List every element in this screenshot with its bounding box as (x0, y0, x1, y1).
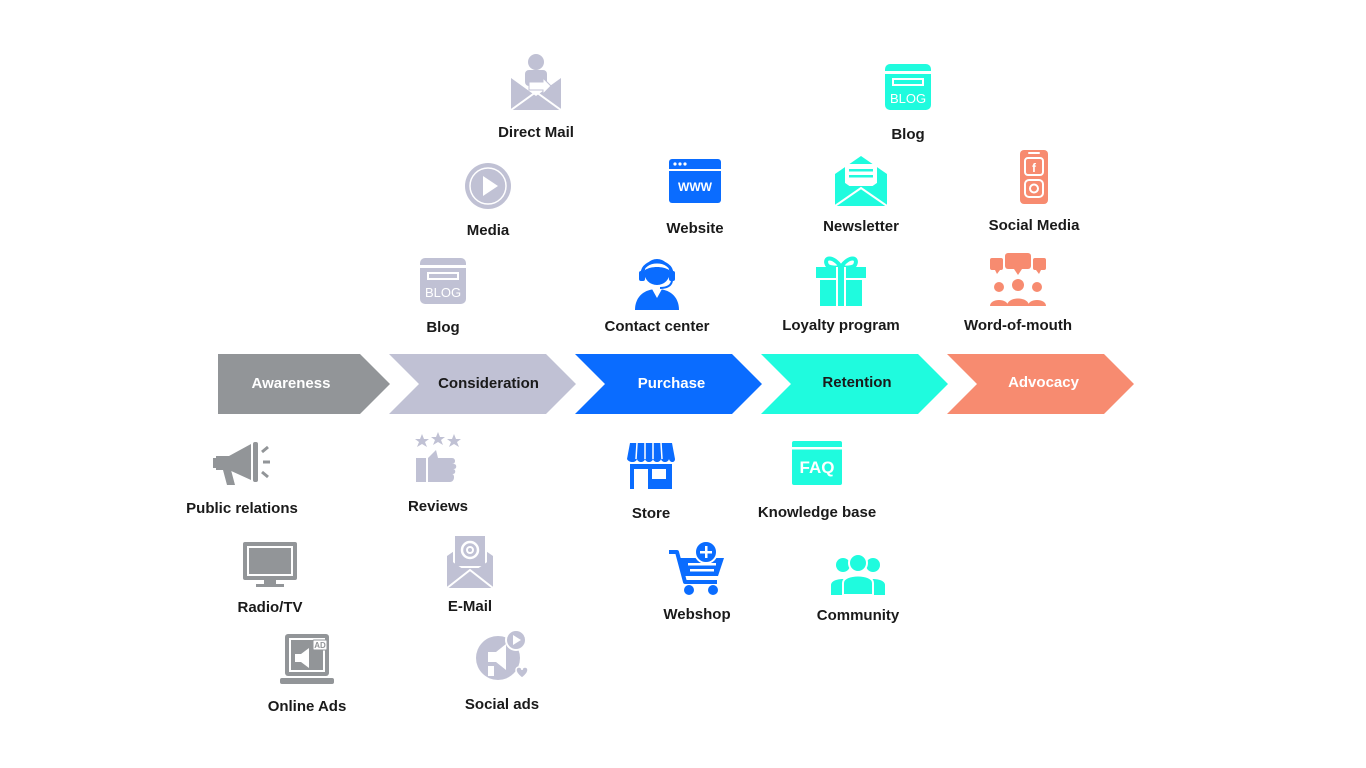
channel-radio-tv-label: Radio/TV (237, 599, 303, 616)
blog-icon: BLOG (885, 64, 931, 110)
faq-badge-text: FAQ (800, 458, 835, 477)
channel-loyalty-program: Loyalty program (782, 253, 900, 334)
channel-website-label: Website (666, 220, 724, 237)
stage-purchase: Purchase (575, 354, 762, 414)
newsletter-icon (834, 156, 888, 206)
channel-social-media: f Social Media (984, 149, 1084, 234)
channel-store-label: Store (631, 505, 671, 522)
megaphone-icon (213, 442, 270, 485)
stage-awareness-label: Awareness (251, 375, 331, 392)
blog-badge-text: BLOG (425, 285, 461, 300)
channel-email-label: E-Mail (447, 598, 493, 615)
stage-retention-label: Retention (822, 374, 892, 391)
channel-knowledge-base: FAQ Knowledge base (758, 440, 876, 521)
stage-advocacy: Advocacy (947, 354, 1134, 414)
channel-newsletter-label: Newsletter (823, 218, 899, 235)
channel-online-ads: AD Online Ads (257, 632, 357, 715)
direct-mail-icon (510, 54, 562, 110)
channel-blog-consideration-label: Blog (426, 319, 460, 336)
channel-email: E-Mail (420, 534, 520, 615)
channel-public-relations: Public relations (186, 440, 298, 517)
channel-direct-mail-label: Direct Mail (498, 124, 574, 141)
svg-text:f: f (1032, 161, 1037, 175)
channel-social-ads-label: Social ads (464, 696, 540, 713)
tv-icon (243, 542, 297, 587)
faq-icon: FAQ (792, 441, 842, 485)
community-people-icon (831, 553, 885, 595)
stage-awareness: Awareness (218, 354, 390, 414)
channel-community-label: Community (816, 607, 900, 624)
headset-agent-icon (635, 259, 679, 310)
channel-blog-advocacy: BLOG Blog (858, 63, 958, 143)
stage-advocacy-label: Advocacy (1008, 374, 1079, 391)
channel-knowledge-base-label: Knowledge base (757, 504, 877, 521)
email-icon (446, 534, 494, 588)
channel-direct-mail: Direct Mail (486, 52, 586, 141)
channel-social-ads: Social ads (452, 628, 552, 713)
store-icon (627, 442, 675, 489)
stage-consideration-label: Consideration (438, 375, 539, 392)
channel-word-of-mouth: Word-of-mouth (964, 252, 1072, 334)
channel-social-media-label: Social Media (988, 217, 1080, 234)
channel-media-label: Media (466, 222, 510, 239)
website-icon: WWW (669, 159, 721, 203)
online-ads-laptop-icon: AD (280, 634, 334, 684)
play-icon (465, 163, 511, 209)
channel-community: Community (808, 553, 908, 624)
www-badge-text: WWW (678, 180, 713, 194)
blog-badge-text: BLOG (890, 91, 926, 106)
channel-media: Media (438, 162, 538, 239)
channel-website: WWW Website (645, 158, 745, 237)
thumbs-up-stars-icon (415, 432, 461, 482)
channel-word-of-mouth-label: Word-of-mouth (963, 317, 1073, 334)
channel-webshop-label: Webshop (663, 606, 731, 623)
blog-icon: BLOG (420, 258, 466, 304)
gift-icon (816, 256, 866, 306)
channel-blog-advocacy-label: Blog (891, 126, 925, 143)
channel-contact-center-label: Contact center (604, 318, 710, 335)
stage-consideration: Consideration (389, 354, 576, 414)
channel-webshop: Webshop (647, 540, 747, 623)
channel-newsletter: Newsletter (811, 154, 911, 235)
social-ads-icon (476, 629, 529, 680)
channel-loyalty-program-label: Loyalty program (782, 317, 900, 334)
channel-store: Store (601, 441, 701, 522)
social-media-phone-icon: f (1020, 150, 1048, 204)
channel-contact-center: Contact center (604, 252, 710, 335)
ad-badge-text: AD (314, 641, 326, 650)
stage-purchase-label: Purchase (637, 375, 706, 392)
channel-reviews: Reviews (388, 432, 488, 515)
channel-reviews-label: Reviews (407, 498, 469, 515)
channel-blog-consideration: BLOG Blog (393, 257, 493, 336)
shopping-cart-icon (669, 540, 724, 595)
stage-retention: Retention (761, 354, 948, 414)
word-of-mouth-icon (990, 253, 1046, 306)
channel-online-ads-label: Online Ads (267, 698, 347, 715)
channel-public-relations-label: Public relations (186, 500, 298, 517)
channel-radio-tv: Radio/TV (220, 541, 320, 616)
